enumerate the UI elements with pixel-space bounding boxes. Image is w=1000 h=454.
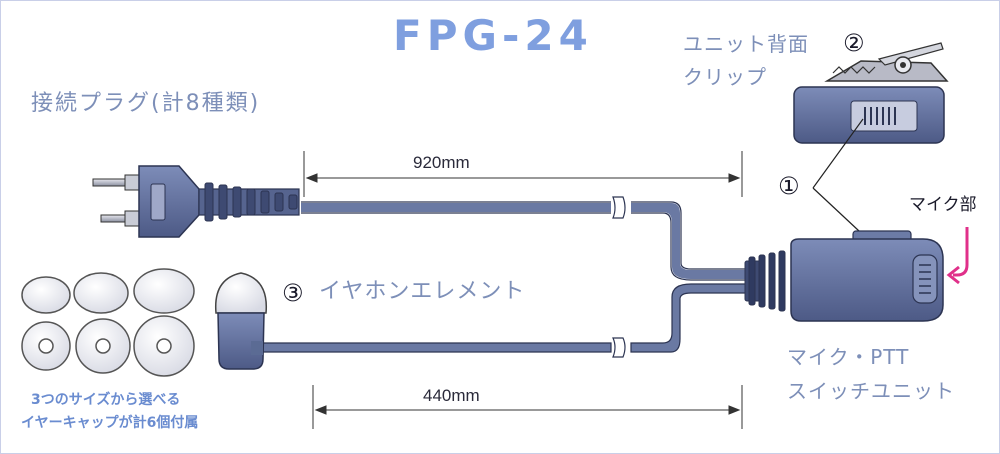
cable-upper-fill [301,203,746,279]
ptt-label-line1: マイク・PTT [787,345,910,369]
dimension-line-lower [312,385,743,429]
connector-plug [92,165,300,238]
mic-arrow [946,227,969,285]
clip-label-line2: クリップ [683,65,767,89]
product-title: FPG-24 [393,11,593,60]
cable-break-marks [612,196,626,358]
leader-lines [812,118,864,232]
marker-two: ② [843,29,865,57]
mic-part-label: マイク部 [909,195,977,215]
earphone-element [214,272,268,370]
dimension-label-lower: 440mm [423,386,480,405]
cable-upper [301,201,746,281]
marker-one: ① [778,172,800,200]
marker-three: ③ [282,279,304,307]
ear-caps-label-line2: イヤーキャップが計6個付属 [21,415,199,431]
ear-caps-label-line1: 3つのサイズから選べる [31,392,181,408]
ear-caps [21,268,195,377]
dimension-line-upper [303,151,743,197]
plug-label: 接続プラグ(計8種類) [31,91,261,116]
back-clip [793,42,949,144]
clip-label-line1: ユニット背面 [683,32,809,56]
dimension-label-upper: 920mm [413,153,470,172]
ptt-label-line2: スイッチユニット [787,379,955,403]
earphone-label: イヤホンエレメント [319,279,526,304]
ptt-unit [744,230,944,322]
